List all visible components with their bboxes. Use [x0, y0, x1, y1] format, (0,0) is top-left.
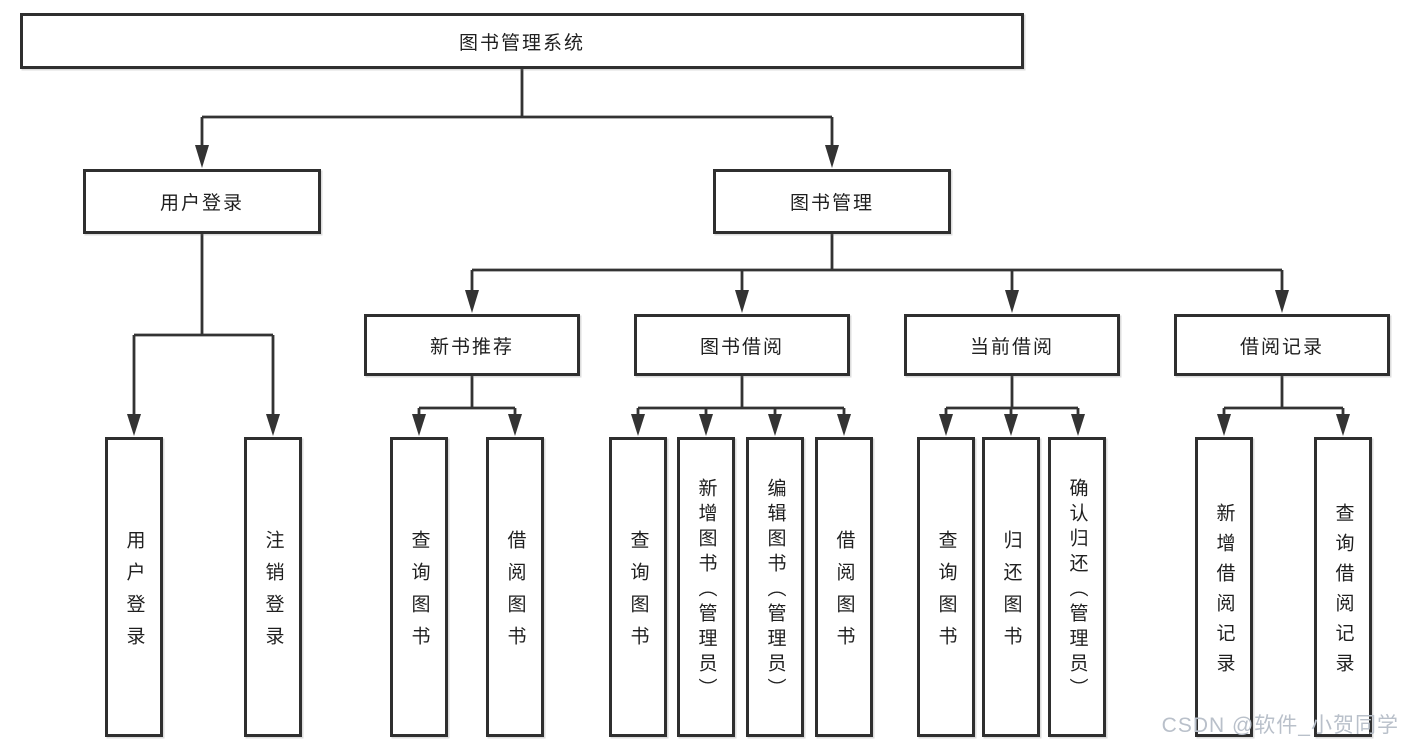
leaf-borrow-add-books-admin-label: 新增图书（管理员）: [695, 477, 717, 703]
leaf-user-login-label: 用户登录: [123, 529, 145, 658]
node-current-borrowing: 当前借阅: [904, 314, 1120, 376]
leaf-newbook-query-books-label: 查询图书: [408, 529, 430, 658]
leaf-borrow-add-books-admin: 新增图书（管理员）: [677, 437, 735, 737]
leaf-borrow-edit-books-admin: 编辑图书（管理员）: [746, 437, 804, 737]
node-new-book-recommendation: 新书推荐: [364, 314, 580, 376]
leaf-user-login: 用户登录: [105, 437, 163, 737]
leaf-records-add-record: 新增借阅记录: [1195, 437, 1253, 737]
leaf-borrow-query-books-label: 查询图书: [627, 529, 649, 658]
leaf-current-query-books-label: 查询图书: [935, 529, 957, 658]
leaf-borrow-borrow-books-label: 借阅图书: [833, 529, 855, 658]
leaf-logout: 注销登录: [244, 437, 302, 737]
leaf-newbook-query-books: 查询图书: [390, 437, 448, 737]
leaf-records-query-record-label: 查询借阅记录: [1332, 502, 1354, 683]
leaf-current-return-books-label: 归还图书: [1000, 529, 1022, 658]
leaf-current-confirm-return-admin-label: 确认归还（管理员）: [1066, 477, 1088, 703]
leaf-borrow-edit-books-admin-label: 编辑图书（管理员）: [764, 477, 786, 703]
leaf-borrow-query-books: 查询图书: [609, 437, 667, 737]
node-library-management-system: 图书管理系统: [20, 13, 1024, 69]
leaf-current-query-books: 查询图书: [917, 437, 975, 737]
leaf-newbook-borrow-books: 借阅图书: [486, 437, 544, 737]
leaf-current-return-books: 归还图书: [982, 437, 1040, 737]
leaf-borrow-borrow-books: 借阅图书: [815, 437, 873, 737]
leaf-records-add-record-label: 新增借阅记录: [1213, 502, 1235, 683]
node-book-borrowing: 图书借阅: [634, 314, 850, 376]
watermark: CSDN @软件_小贺同学: [1161, 714, 1399, 737]
leaf-logout-label: 注销登录: [262, 529, 284, 658]
leaf-current-confirm-return-admin: 确认归还（管理员）: [1048, 437, 1106, 737]
node-user-login-branch: 用户登录: [83, 169, 321, 234]
leaf-newbook-borrow-books-label: 借阅图书: [504, 529, 526, 658]
node-borrowing-records: 借阅记录: [1174, 314, 1390, 376]
node-book-management: 图书管理: [713, 169, 951, 234]
leaf-records-query-record: 查询借阅记录: [1314, 437, 1372, 737]
